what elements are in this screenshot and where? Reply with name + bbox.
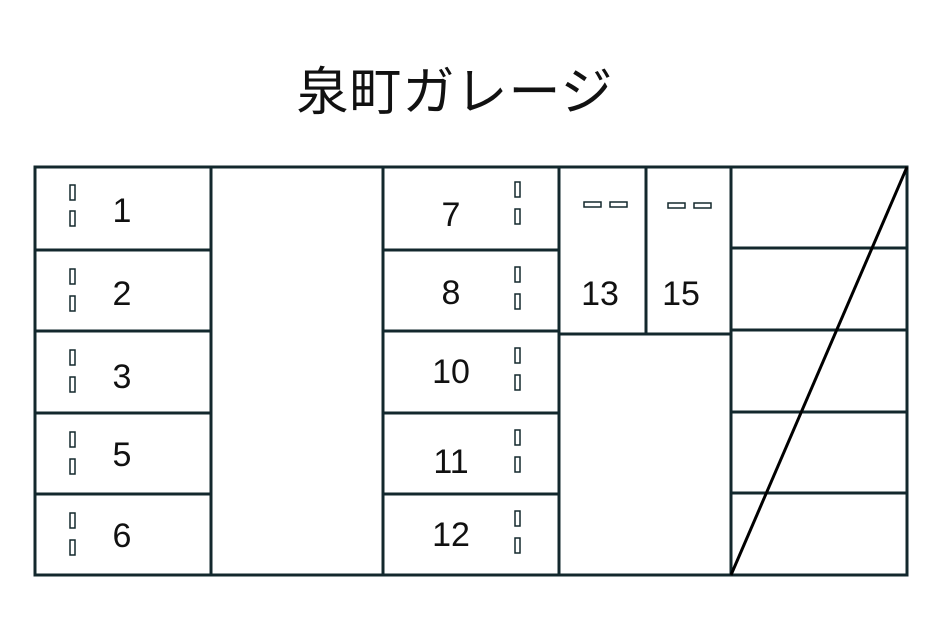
- wheel-stop-icon: [514, 510, 521, 527]
- wheel-stop-icon: [693, 202, 712, 209]
- space-number: 13: [581, 275, 619, 313]
- wheel-stop-icon: [514, 429, 521, 446]
- space-number: 10: [432, 353, 470, 391]
- wheel-stop-icon: [514, 293, 521, 310]
- lot-outline: [33, 165, 909, 577]
- wheel-stop-icon: [667, 202, 686, 209]
- space-number: 5: [113, 436, 132, 474]
- space-number: 6: [113, 517, 132, 555]
- wheel-stop-icon: [514, 208, 521, 225]
- space-number: 12: [432, 516, 470, 554]
- wheel-stop-icon: [69, 539, 76, 556]
- wheel-stop-icon: [514, 347, 521, 364]
- wheel-stop-icon: [69, 376, 76, 393]
- wheel-stop-icon: [69, 431, 76, 448]
- wheel-stop-icon: [69, 184, 76, 201]
- wheel-stop-icon: [514, 374, 521, 391]
- space-number: 3: [113, 358, 132, 396]
- space-number: 11: [433, 443, 468, 481]
- space-number: 1: [113, 192, 132, 230]
- wheel-stop-icon: [583, 201, 602, 208]
- unavailable-strike: [729, 166, 909, 576]
- wheel-stop-icon: [609, 201, 628, 208]
- page-title: 泉町ガレージ: [296, 63, 614, 123]
- space-number: 7: [442, 196, 461, 234]
- space-number: 2: [113, 275, 132, 313]
- wheel-stop-icon: [69, 512, 76, 529]
- wheel-stop-icon: [69, 349, 76, 366]
- wheel-stop-icon: [514, 266, 521, 283]
- wheel-stop-icon: [69, 295, 76, 312]
- wheel-stop-icon: [514, 537, 521, 554]
- space-number: 8: [442, 274, 461, 312]
- wheel-stop-icon: [514, 456, 521, 473]
- wheel-stop-icon: [514, 181, 521, 198]
- wheel-stop-icon: [69, 458, 76, 475]
- space-number: 15: [662, 275, 700, 313]
- wheel-stop-icon: [69, 210, 76, 227]
- wheel-stop-icon: [69, 268, 76, 285]
